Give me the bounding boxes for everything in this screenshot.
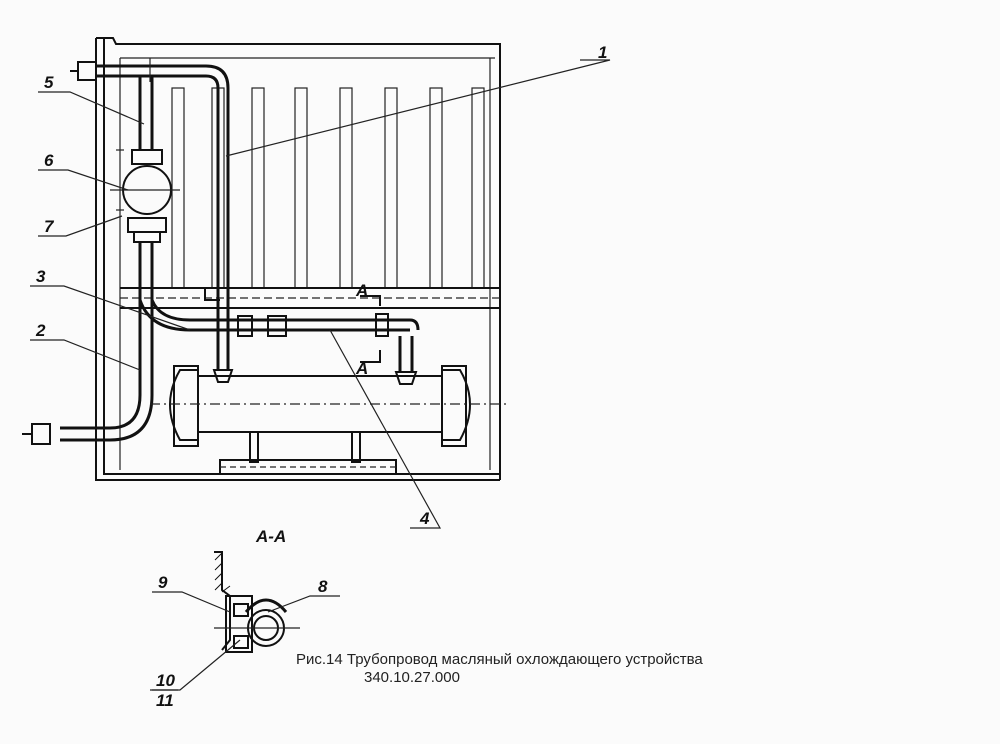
callout-7: 7 [44, 217, 55, 236]
callout-6: 6 [44, 151, 54, 170]
oil-cooler-tank [150, 365, 510, 475]
callout-4: 4 [419, 509, 430, 528]
caption-title: Рис.14 Трубопровод масляный охлождающего… [296, 651, 703, 668]
housing-frame [95, 37, 501, 481]
callout-3: 3 [36, 267, 46, 286]
figure-caption: Рис.14 Трубопровод масляный охлождающего… [296, 651, 703, 686]
callout-5: 5 [44, 73, 54, 92]
callout-1: 1 [598, 43, 607, 62]
callout-10: 10 [156, 671, 175, 690]
caption-code: 340.10.27.000 [364, 669, 460, 686]
section-mark-a-top: A [355, 281, 368, 300]
section-mark-a-bottom: A [355, 359, 368, 378]
cross-pipe [138, 299, 420, 385]
section-detail-a-a: A-A [214, 527, 300, 653]
callout-numbers: 1 5 6 7 3 2 4 8 9 10 11 [35, 43, 607, 710]
callout-9: 9 [158, 573, 168, 592]
section-cut-markers: A A [204, 281, 381, 378]
support-beam [120, 287, 500, 309]
left-vertical-pipe [22, 76, 180, 445]
callout-2: 2 [35, 321, 46, 340]
section-label: A-A [255, 527, 286, 546]
section-hatching [214, 552, 231, 593]
callout-8: 8 [318, 577, 328, 596]
callout-11: 11 [156, 691, 174, 710]
callout-leaders [30, 59, 611, 691]
